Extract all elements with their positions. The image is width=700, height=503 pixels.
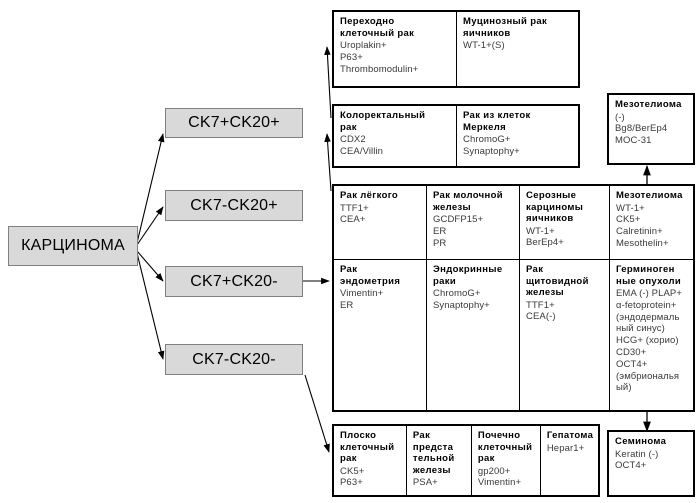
cell-markers: Vimentin+ER	[340, 288, 384, 311]
arrow-root-to-ck7p-ck20p	[136, 133, 165, 244]
cell-title: Рак лёгкого	[340, 190, 399, 201]
cell-title: Мезотелиома	[615, 99, 682, 110]
cell-seminoma[interactable]: Семинома Keratin (-)OCT4+	[609, 432, 693, 495]
cell-markers: TTF1+CEA+	[340, 202, 369, 226]
arrow-ck7n-ck20n-to-bottom-panel	[304, 374, 330, 453]
branch-node-label: CK7+CK20-	[190, 272, 278, 290]
cell-title: Семинома	[615, 436, 667, 447]
branch-node-ck7p-ck20n[interactable]: CK7+CK20-	[165, 266, 303, 297]
cell-title: Гепатома	[546, 430, 594, 441]
cell-markers: Keratin (-)OCT4+	[615, 448, 659, 472]
cell-mesothelioma[interactable]: Мезотелиома WT-1+CK5+Calretinin+Mesothel…	[609, 186, 693, 260]
panel-seminoma: Семинома Keratin (-)OCT4+	[607, 430, 695, 497]
branch-node-ck7n-ck20p[interactable]: CK7-CK20+	[165, 190, 303, 221]
cell-markers: PSA+	[412, 477, 438, 488]
cell-markers: TTF1+CEA(-)	[526, 299, 556, 323]
root-node-carcinoma[interactable]: КАРЦИНОМА	[8, 226, 138, 266]
arrow-ck7p-ck20p-to-transitional-panel	[324, 46, 332, 119]
cell-markers: gp200+Vimentin+	[477, 465, 522, 489]
cell-markers: ChromoG+Synaptophy+	[433, 288, 490, 311]
branch-node-ck7n-ck20n[interactable]: CK7-CK20-	[165, 344, 303, 375]
cell-hepatoma[interactable]: Гепатома Hepar1+	[539, 426, 598, 495]
cell-markers: Uroplakin+P63+Thrombomodulin+	[340, 40, 419, 75]
branch-node-ck7p-ck20p[interactable]: CK7+CK20+	[165, 108, 303, 138]
cell-markers: Hepar1+	[546, 442, 585, 454]
branch-node-label: CK7-CK20+	[190, 196, 278, 214]
arrow-ck7n-ck20p-to-colorectal-panel	[324, 133, 332, 192]
cell-markers: WT-1+BerEp4+	[526, 225, 564, 249]
cell-markers: WT-1+CK5+Calretinin+Mesothelin+	[616, 202, 669, 249]
arrow-root-to-ck7n-ck20n	[136, 252, 165, 360]
cell-markers: ChromoG+Synaptophy+	[463, 134, 520, 157]
cell-title: Мезотелиома	[616, 190, 683, 201]
branch-node-label: CK7-CK20-	[192, 350, 276, 368]
cell-markers: CK5+P63+	[340, 465, 365, 489]
branch-node-label: CK7+CK20+	[188, 114, 280, 131]
arrow-root-to-ck7p-ck20n	[136, 250, 164, 282]
cell-markers: WT-1+(S)	[463, 40, 505, 51]
root-node-label: КАРЦИНОМА	[21, 237, 125, 254]
cell-lung-cancer[interactable]: Рак лёгкого TTF1+CEA+	[334, 186, 426, 259]
arrow-root-to-ck7n-ck20p	[136, 206, 164, 246]
